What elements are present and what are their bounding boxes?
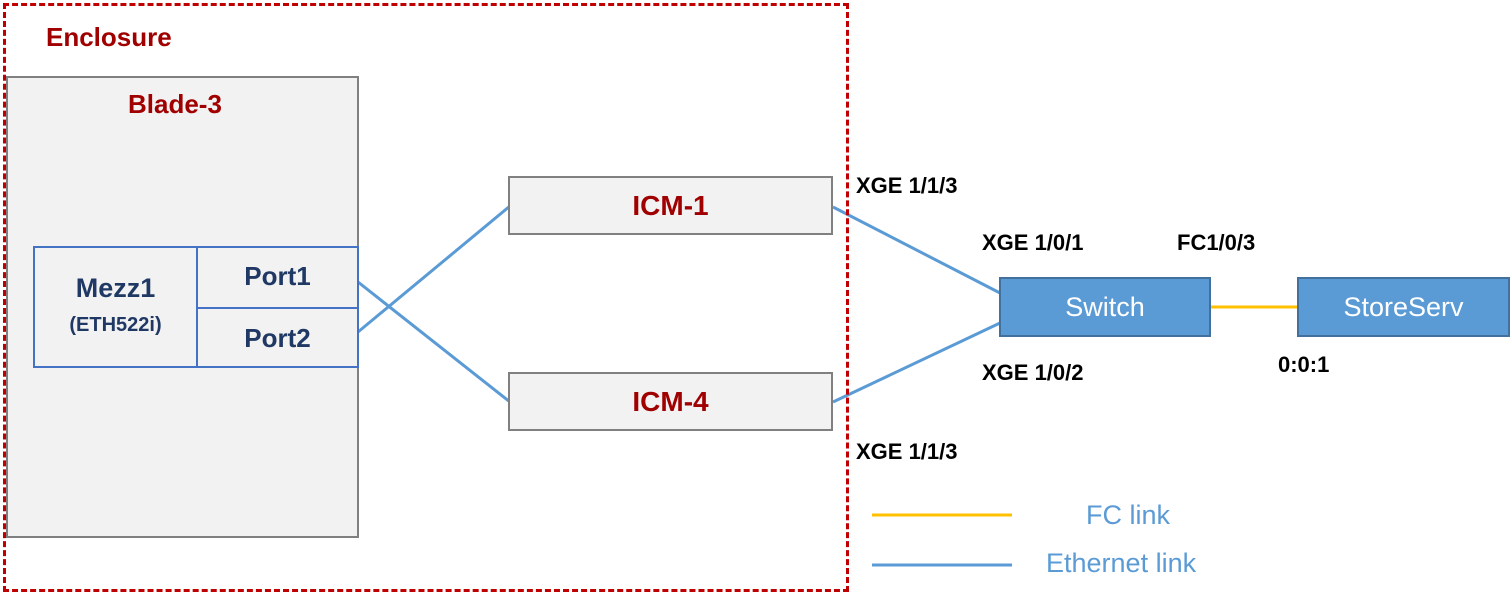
enclosure-boundary xyxy=(3,3,849,592)
switch-port2-label: XGE 1/0/2 xyxy=(982,360,1084,385)
icm4-box: ICM-4 xyxy=(508,372,833,431)
legend-ethernet-label: Ethernet link xyxy=(1046,548,1197,578)
mezz-model: (ETH522i) xyxy=(69,313,162,336)
ethernet-link-port2-icm1 xyxy=(357,204,511,334)
mezz-divider xyxy=(196,248,198,366)
storage-port-label: 0:0:1 xyxy=(1278,352,1330,377)
switch-box: Switch xyxy=(999,277,1211,337)
icm1-port-label: XGE 1/1/3 xyxy=(856,173,958,198)
switch-port1-label: XGE 1/0/1 xyxy=(982,230,1084,255)
icm4-label: ICM-4 xyxy=(632,385,709,417)
blade-label: Blade-3 xyxy=(128,89,222,119)
mezz-card: Mezz1 (ETH522i) Port1 Port2 xyxy=(33,246,359,368)
ethernet-link-port1-icm4 xyxy=(357,280,511,404)
icm1-label: ICM-1 xyxy=(632,189,709,221)
enclosure-label: Enclosure xyxy=(46,22,172,52)
port2-label: Port2 xyxy=(244,322,311,353)
storage-box: StoreServ xyxy=(1297,277,1510,337)
legend-fc-label: FC link xyxy=(1086,500,1171,530)
ethernet-link-icm4-switch xyxy=(832,321,1001,404)
icm1-box: ICM-1 xyxy=(508,176,833,235)
port-divider xyxy=(198,307,357,309)
switch-fc-port-label: FC1/0/3 xyxy=(1177,230,1256,255)
icm4-port-label: XGE 1/1/3 xyxy=(856,439,958,464)
port1-label: Port1 xyxy=(244,260,311,291)
ethernet-link-icm1-switch xyxy=(832,205,1001,295)
mezz-name: Mezz1 xyxy=(75,272,156,303)
